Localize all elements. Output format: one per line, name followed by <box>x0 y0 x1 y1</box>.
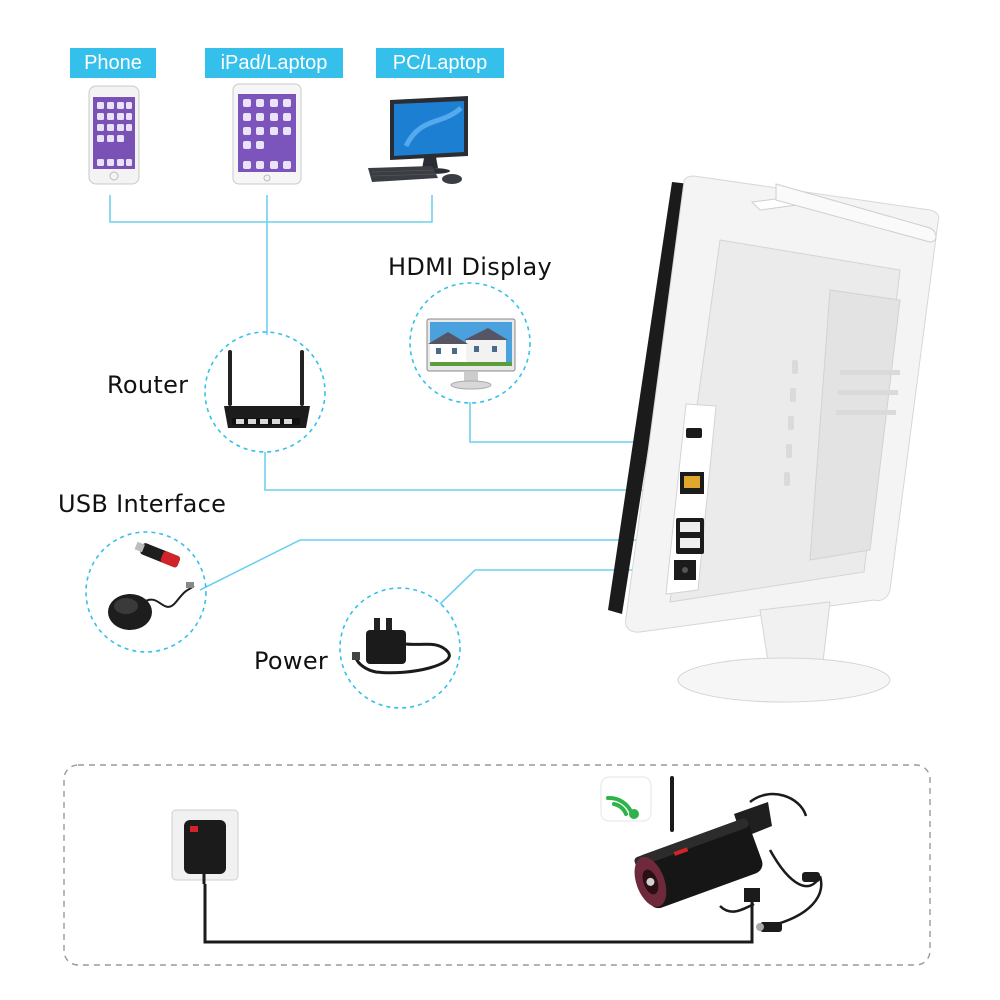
nvr-monitor-icon <box>608 175 940 703</box>
desktop-icon <box>368 96 468 184</box>
label-router: Router <box>107 371 189 399</box>
phone-icon <box>88 85 140 185</box>
label-usb-interface: USB Interface <box>58 490 227 518</box>
usb-drive-icon <box>134 541 181 568</box>
camera-icon <box>634 776 823 932</box>
mouse-icon <box>108 582 195 630</box>
wifi-icon <box>600 776 652 822</box>
tablet-icon <box>232 83 302 185</box>
router-icon <box>224 350 310 428</box>
wall-outlet-icon <box>171 809 239 884</box>
device-tag-phone: Phone <box>70 48 156 78</box>
power-adapter-icon <box>352 618 451 675</box>
monitor-icon <box>426 318 516 390</box>
label-power: Power <box>254 647 329 675</box>
device-tag-pc-laptop: PC/Laptop <box>376 48 504 78</box>
label-hdmi-display: HDMI Display <box>388 253 553 281</box>
device-tag-ipad-laptop: iPad/Laptop <box>205 48 343 78</box>
